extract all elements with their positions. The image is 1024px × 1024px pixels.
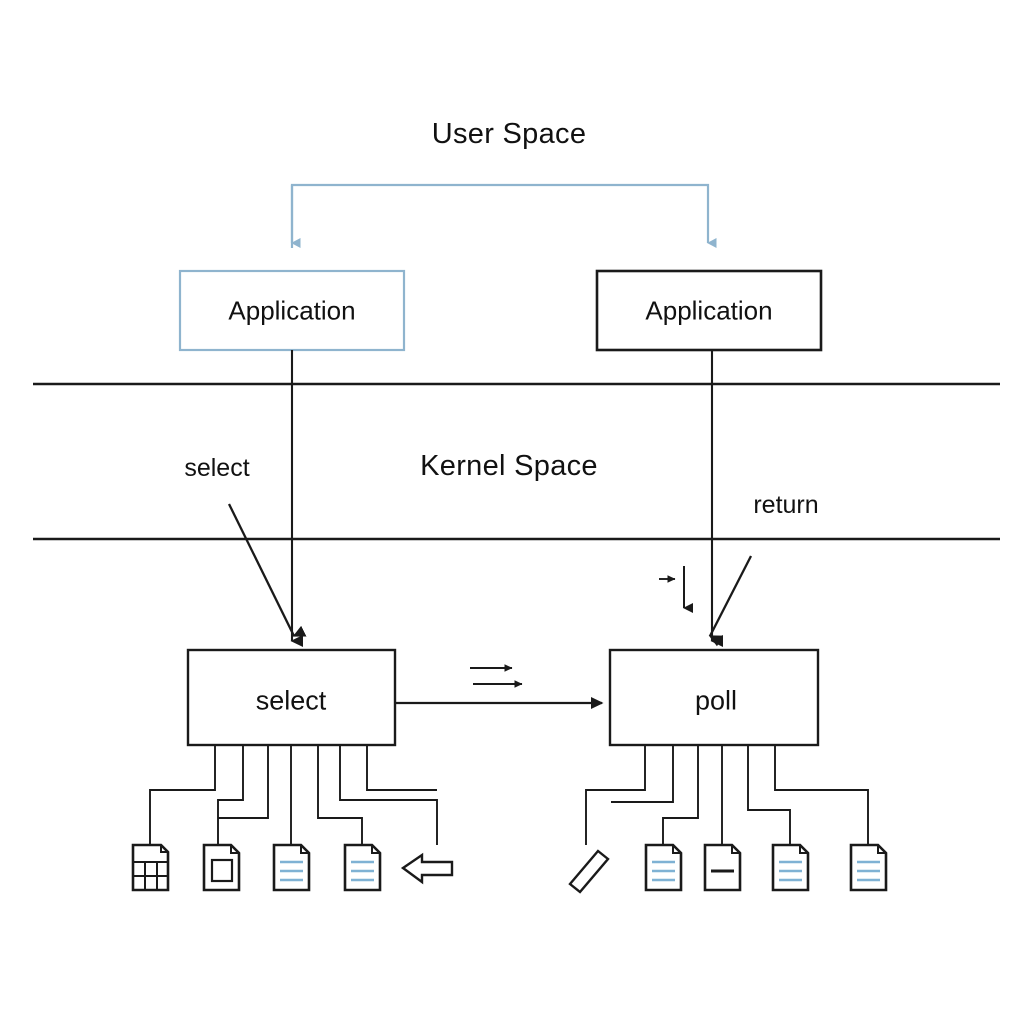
- select-process-box[interactable]: [186, 648, 397, 747]
- lined-doc-file-icon[interactable]: [343, 843, 382, 892]
- poll-process-label: poll: [694, 685, 738, 716]
- application-box-left[interactable]: [178, 269, 406, 352]
- square-doc-file-icon[interactable]: [202, 843, 241, 892]
- kernel-space-title: Kernel Space: [420, 450, 598, 482]
- application-left-label: Application: [228, 295, 356, 326]
- application-right-label: Application: [645, 295, 773, 326]
- select-call-arrow: [227, 503, 307, 637]
- lined-doc-file-icon[interactable]: [771, 843, 810, 892]
- lined-doc-file-icon[interactable]: [272, 843, 311, 892]
- lined-doc-file-icon[interactable]: [644, 843, 683, 892]
- select-file-connectors: [149, 745, 438, 845]
- tilted-bar-icon[interactable]: [568, 849, 610, 894]
- poll-process-box[interactable]: [608, 648, 820, 747]
- application-box-right[interactable]: [595, 269, 823, 352]
- dash-doc-file-icon[interactable]: [703, 843, 742, 892]
- select-process-label: select: [255, 685, 327, 716]
- spreadsheet-file-icon[interactable]: [131, 843, 170, 892]
- return-label: return: [753, 491, 819, 519]
- poll-file-connectors: [585, 745, 869, 845]
- hollow-left-arrow-icon[interactable]: [400, 852, 454, 885]
- user-space-title: User Space: [431, 118, 587, 150]
- lined-doc-file-icon[interactable]: [849, 843, 888, 892]
- return-arrow: [708, 555, 753, 647]
- select-call-label: select: [184, 454, 250, 482]
- fanout-bracket-blue: [290, 183, 717, 248]
